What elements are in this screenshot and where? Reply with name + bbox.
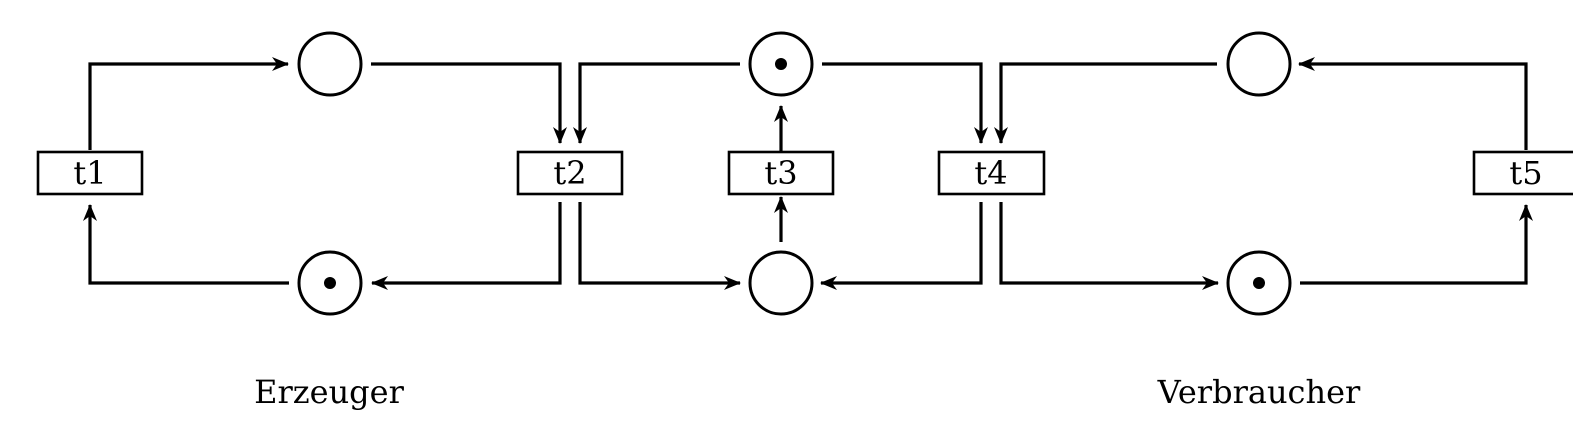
token — [775, 58, 787, 70]
arc-t2-to-buffer-bottom — [578, 202, 741, 290]
transition-label: t4 — [974, 154, 1007, 192]
transition-t3: t3 — [727, 150, 835, 196]
arc-consumer-top-to-t4 — [994, 62, 1217, 144]
place-buffer-bottom — [748, 250, 814, 316]
place-producer-bottom — [297, 250, 363, 316]
transition-label: t3 — [764, 154, 797, 192]
consumer-label: Verbraucher — [1157, 373, 1361, 411]
arc-t5-to-consumer-top — [1298, 57, 1528, 150]
place-producer-top — [297, 31, 363, 97]
transition-label: t2 — [553, 154, 586, 192]
arc-t4-to-buffer-bottom — [820, 202, 983, 290]
arc-t1-to-producer-top — [88, 57, 289, 150]
transition-t2: t2 — [516, 150, 624, 196]
arc-buffer-top-to-t2 — [573, 62, 740, 144]
transition-t4: t4 — [937, 150, 1046, 196]
place-buffer-top — [748, 31, 814, 97]
transitions: t1 t2 t3 t4 t5 — [36, 150, 1573, 196]
token — [324, 277, 336, 289]
transition-t1: t1 — [36, 150, 144, 196]
place-consumer-bottom — [1226, 250, 1292, 316]
place-consumer-top — [1226, 31, 1292, 97]
arc-producer-bottom-to-t1 — [83, 204, 289, 285]
transition-label: t1 — [73, 154, 106, 192]
arc-t2-to-producer-bottom — [371, 202, 562, 290]
producer-label: Erzeuger — [254, 373, 404, 411]
places — [297, 31, 1292, 316]
arc-t4-to-consumer-bottom — [999, 202, 1219, 290]
arc-consumer-bottom-to-t5 — [1300, 204, 1533, 285]
arcs — [83, 57, 1533, 290]
arc-producer-top-to-t2 — [371, 62, 567, 144]
token — [1253, 277, 1265, 289]
transition-t5: t5 — [1472, 150, 1573, 196]
transition-label: t5 — [1509, 154, 1542, 192]
arc-buffer-top-to-t4 — [822, 62, 988, 144]
